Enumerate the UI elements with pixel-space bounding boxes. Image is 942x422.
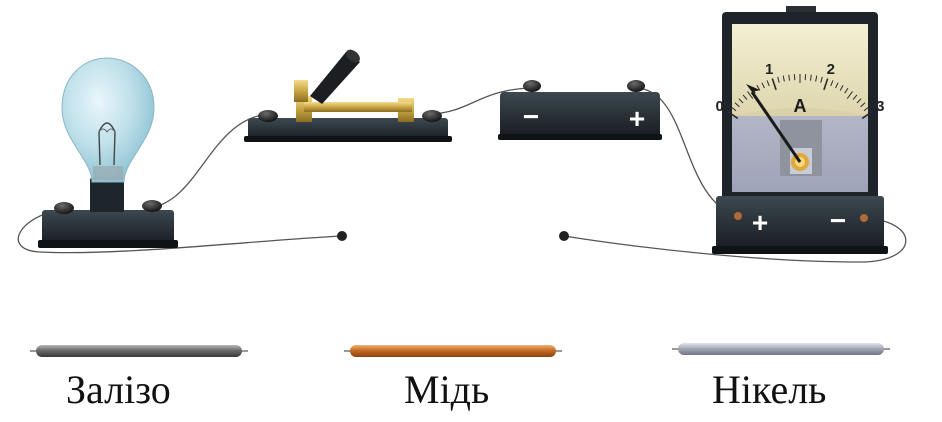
- scale-tick: [777, 76, 780, 83]
- scale-tick: [809, 74, 812, 81]
- scale-tick: [782, 75, 785, 82]
- battery-plus-sign: +: [629, 103, 645, 134]
- battery-minus-sign: −: [523, 101, 539, 132]
- scale-tick: [742, 94, 748, 100]
- scale-tick: [788, 74, 791, 81]
- scale-tick: [820, 76, 823, 83]
- nickel-rod[interactable]: [672, 343, 890, 355]
- light-bulb: [38, 57, 178, 248]
- ammeter-needle: [746, 84, 802, 163]
- scale-tick: [860, 102, 866, 108]
- iron-rod[interactable]: [30, 345, 248, 357]
- rods: [30, 343, 890, 357]
- lamp-socket: [90, 178, 124, 212]
- scale-tick: [846, 91, 853, 99]
- switch-blade: [304, 102, 412, 112]
- knife-switch: [244, 49, 452, 142]
- left-probe-terminal: [337, 231, 347, 241]
- scale-tick: [747, 91, 754, 99]
- copper-label: Мідь: [404, 367, 490, 412]
- scale-label: 1: [765, 61, 773, 78]
- scale-tick: [856, 98, 862, 104]
- nickel-label: Нікель: [712, 367, 827, 412]
- bulb-glass: [61, 57, 155, 183]
- scale-label: 0: [716, 98, 724, 115]
- scale-tick: [756, 85, 761, 91]
- wire-switch-to-battery: [431, 87, 531, 115]
- scale-tick: [815, 75, 818, 82]
- ammeter-minus-sign: −: [830, 205, 846, 236]
- ammeter-plus-sign: +: [752, 207, 768, 238]
- scale-tick: [766, 80, 770, 87]
- ammeter: 0 1 2 3 A + −: [712, 6, 888, 254]
- scale-tick: [861, 110, 873, 120]
- wire-ammeter-to-right-probe: [563, 217, 907, 263]
- lamp-base: [42, 210, 174, 246]
- scale-label: 2: [827, 61, 835, 78]
- scale-tick: [771, 78, 777, 91]
- ammeter-unit: A: [794, 96, 807, 116]
- scale-tick: [738, 98, 744, 104]
- scale-tick: [823, 78, 829, 91]
- wire-bulb-to-left-probe: [17, 209, 343, 254]
- iron-label: Залізо: [66, 367, 171, 412]
- scale-tick: [863, 106, 870, 112]
- scale-tick: [734, 102, 740, 108]
- scale-tick: [835, 82, 839, 89]
- scale-tick: [839, 85, 844, 91]
- scale-tick: [727, 110, 739, 120]
- scale-tick: [830, 80, 834, 87]
- scale-tick: [852, 94, 858, 100]
- scale-tick: [761, 82, 765, 89]
- ammeter-scale: 0 1 2 3: [716, 61, 884, 120]
- copper-rod[interactable]: [344, 345, 562, 357]
- battery: − +: [498, 80, 662, 140]
- right-probe-terminal: [559, 231, 569, 241]
- switch-handle: [310, 52, 360, 104]
- scale-label: 3: [876, 98, 884, 115]
- battery-body: [500, 92, 660, 138]
- scale-tick: [844, 87, 849, 94]
- scale-tick: [730, 106, 737, 112]
